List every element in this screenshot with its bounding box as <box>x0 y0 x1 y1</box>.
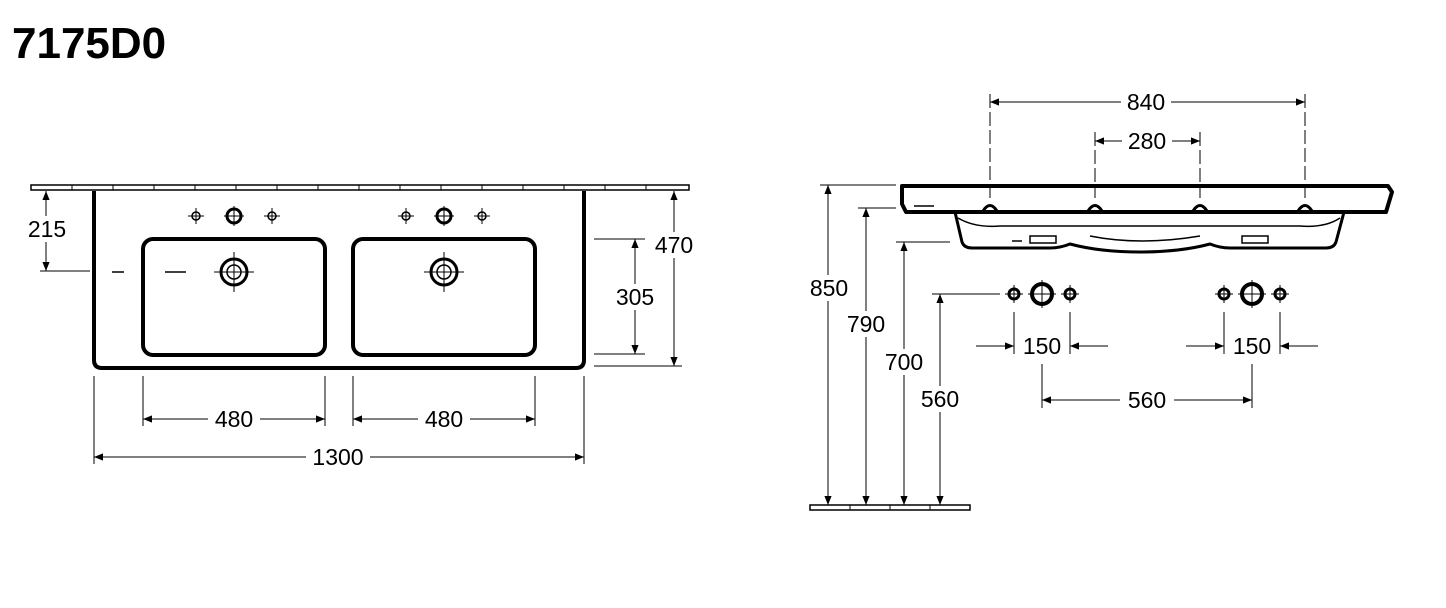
svg-text:150: 150 <box>1023 333 1061 359</box>
washbasin-underside <box>953 211 1346 254</box>
tap-hole-markers <box>981 204 1314 212</box>
svg-text:305: 305 <box>616 284 654 310</box>
tap-fitting-left <box>1005 280 1079 308</box>
dimension-470: 470 <box>594 191 697 367</box>
svg-text:480: 480 <box>425 406 463 432</box>
svg-text:1300: 1300 <box>312 444 363 470</box>
tap-fitting-right <box>1215 280 1289 308</box>
svg-text:790: 790 <box>847 311 885 337</box>
wall-hatch-top <box>30 184 690 191</box>
svg-text:700: 700 <box>885 349 923 375</box>
tap-holes-right <box>398 206 490 226</box>
dimension-560-height: 560 <box>917 293 1000 505</box>
washbasin-outline <box>92 191 586 370</box>
front-view: 215 470 305 480 <box>24 184 697 470</box>
dimension-1300: 1300 <box>93 376 585 470</box>
svg-text:215: 215 <box>28 216 66 242</box>
dimension-850: 850 <box>806 184 896 505</box>
dimension-480-left: 480 <box>142 376 326 432</box>
basin-left <box>141 237 327 357</box>
svg-text:280: 280 <box>1128 128 1166 154</box>
dimension-150-right: 150 <box>1186 312 1318 359</box>
svg-text:850: 850 <box>810 275 848 301</box>
dimension-790: 790 <box>843 207 896 505</box>
drain-right <box>424 252 464 292</box>
svg-text:150: 150 <box>1233 333 1271 359</box>
dimension-560-width: 560 <box>1041 364 1253 413</box>
svg-text:560: 560 <box>921 386 959 412</box>
dimension-480-right: 480 <box>352 376 536 432</box>
dimension-840: 840 <box>989 89 1306 198</box>
basin-right <box>351 237 537 357</box>
washbasin-profile <box>900 184 1394 214</box>
product-code: 7175D0 <box>12 19 167 68</box>
dimension-280: 280 <box>1094 128 1201 198</box>
drain-left <box>214 252 254 292</box>
tap-holes-left <box>188 206 280 226</box>
svg-text:470: 470 <box>655 232 693 258</box>
side-view: 840 280 850 790 700 <box>806 89 1394 511</box>
svg-text:560: 560 <box>1128 387 1166 413</box>
dimension-150-left: 150 <box>976 312 1108 359</box>
floor-hatch <box>809 504 971 511</box>
dimension-305: 305 <box>594 238 658 355</box>
svg-text:480: 480 <box>215 406 253 432</box>
svg-text:840: 840 <box>1127 89 1165 115</box>
dimension-700: 700 <box>881 241 950 505</box>
dimension-215: 215 <box>24 191 90 272</box>
